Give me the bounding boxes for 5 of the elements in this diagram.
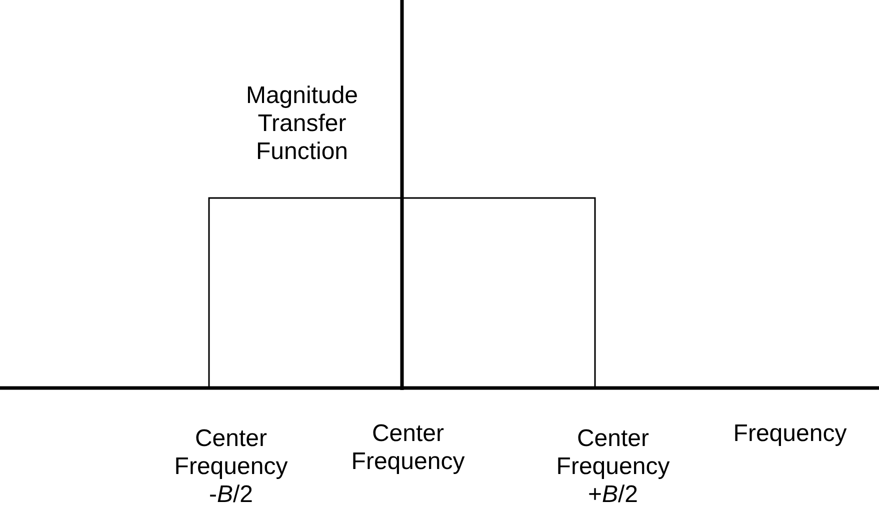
- tick-label: Center Frequency +B/2: [555, 425, 671, 509]
- tick-label: Center Frequency: [350, 420, 466, 476]
- axis-title: Magnitude Transfer Function: [244, 82, 360, 166]
- axis-title: Frequency: [732, 420, 848, 448]
- tick-label: Center Frequency -B/2: [173, 425, 289, 509]
